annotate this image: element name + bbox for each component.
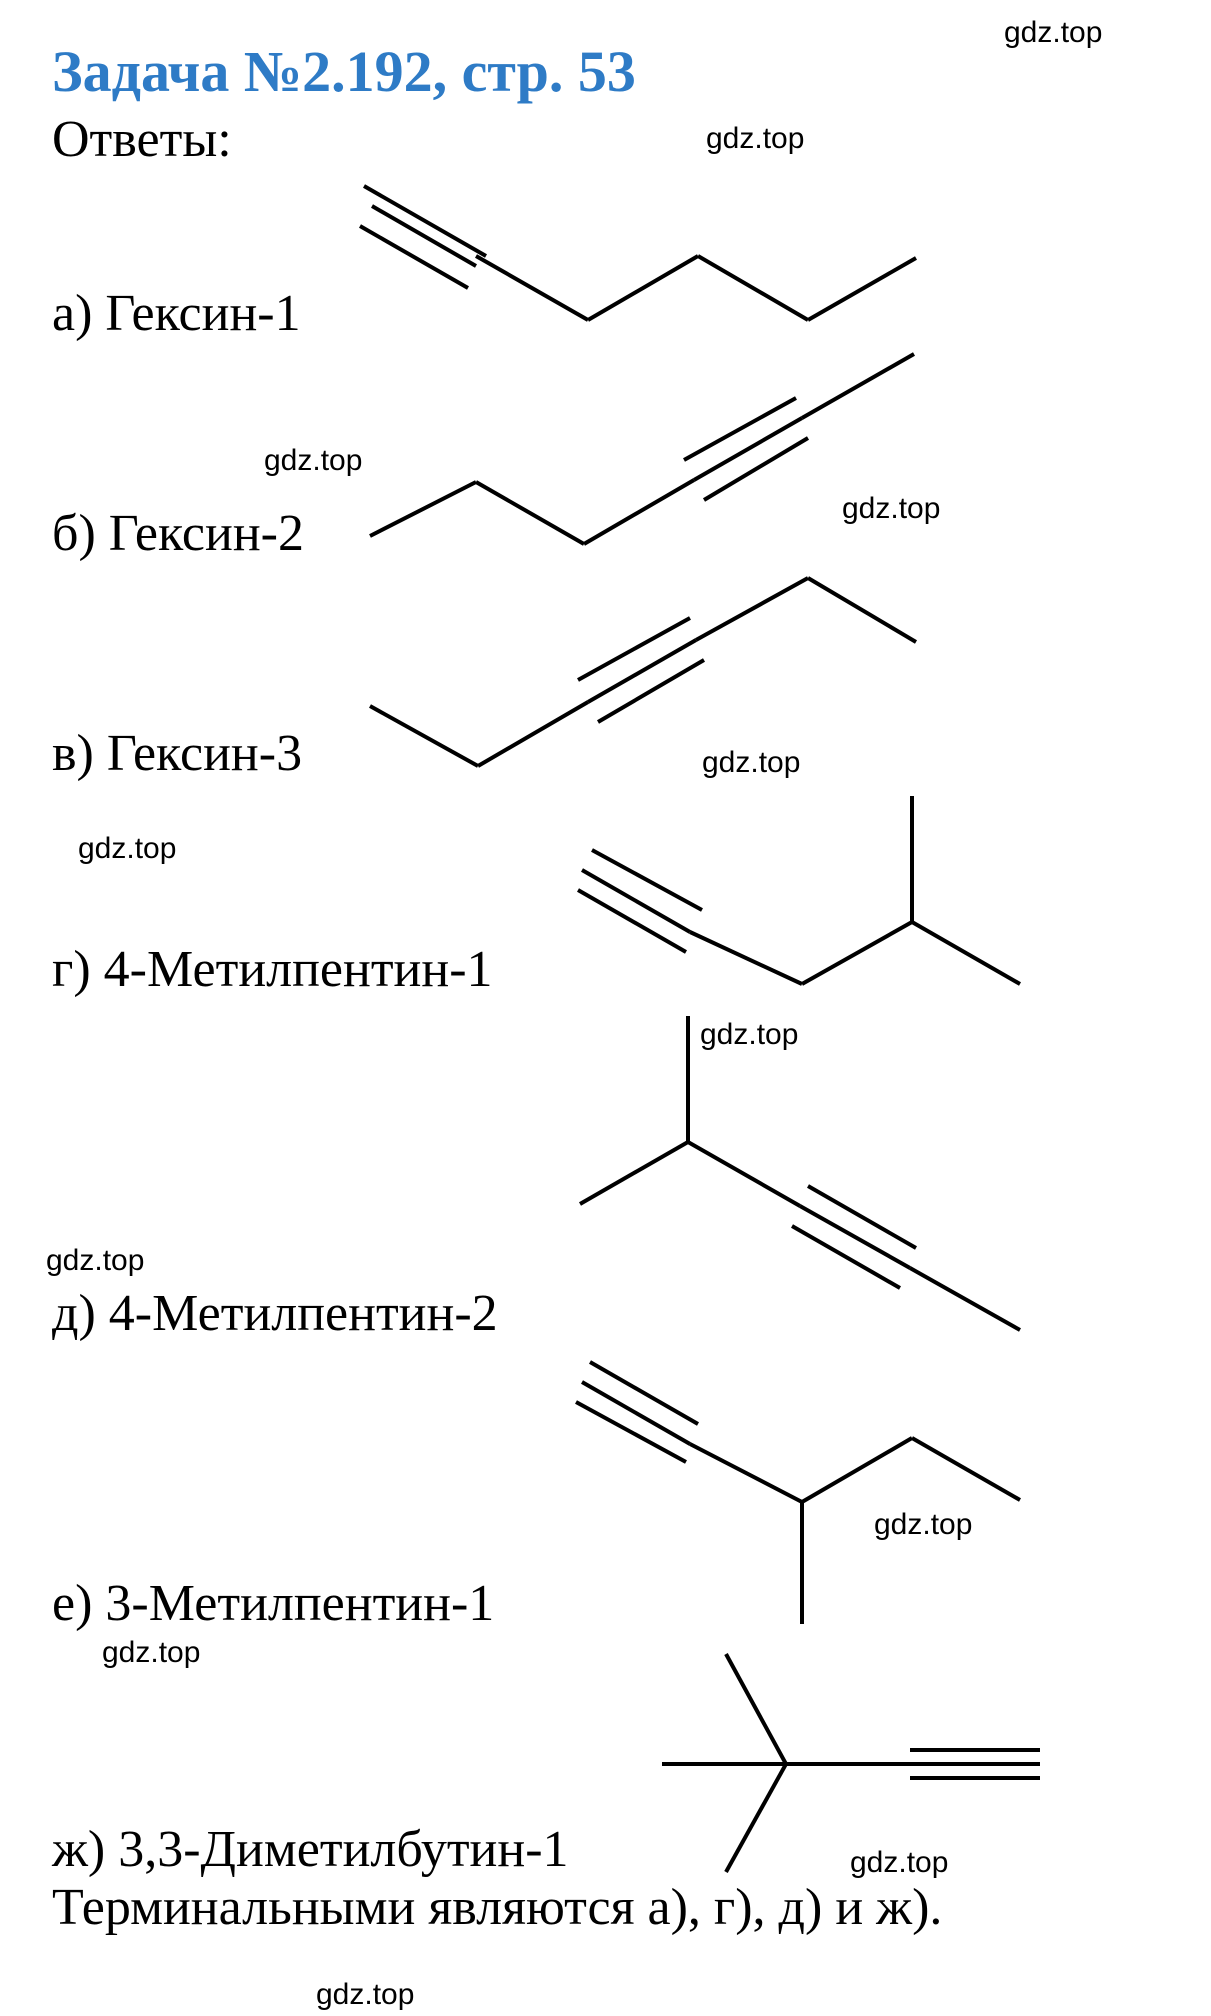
structure-3-methylpentyne-1 bbox=[575, 1360, 1021, 1624]
watermark: gdz.top bbox=[842, 492, 941, 525]
answer-label-zh: ж) 3,3-Диметилбутин-1 bbox=[52, 1821, 569, 1878]
answer-label-g: г) 4-Метилпентин-1 bbox=[52, 941, 493, 998]
structure-4-methylpentyne-1 bbox=[577, 796, 1021, 986]
structure-hexyne-2 bbox=[369, 352, 915, 546]
answer-label-e: е) 3-Метилпентин-1 bbox=[52, 1575, 495, 1632]
watermark: gdz.top bbox=[706, 122, 805, 155]
answer-label-d: д) 4-Метилпентин-2 bbox=[52, 1285, 498, 1342]
watermark: gdz.top bbox=[102, 1636, 201, 1669]
structure-hexyne-1 bbox=[359, 184, 917, 322]
conclusion-text: Терминальными являются а), г), д) и ж). bbox=[52, 1879, 943, 1936]
watermark: gdz.top bbox=[264, 444, 363, 477]
watermark: gdz.top bbox=[316, 1978, 415, 2011]
answer-label-b: б) Гексин-2 bbox=[52, 505, 304, 562]
watermark: gdz.top bbox=[46, 1244, 145, 1277]
structure-hexyne-3 bbox=[369, 576, 918, 768]
answers-label: Ответы: bbox=[52, 111, 232, 168]
watermark: gdz.top bbox=[1004, 16, 1103, 49]
answer-label-a: а) Гексин-1 bbox=[52, 285, 301, 342]
watermark: gdz.top bbox=[78, 832, 177, 865]
watermark: gdz.top bbox=[850, 1846, 949, 1879]
answer-label-v: в) Гексин-3 bbox=[52, 725, 303, 782]
page-title: Задача №2.192, стр. 53 bbox=[52, 39, 636, 104]
structure-3-3-dimethylbutyne-1 bbox=[662, 1653, 1040, 1873]
structure-4-methylpentyne-2 bbox=[579, 1016, 1021, 1332]
watermark: gdz.top bbox=[702, 746, 801, 779]
watermark: gdz.top bbox=[700, 1018, 799, 1051]
watermark: gdz.top bbox=[874, 1508, 973, 1541]
